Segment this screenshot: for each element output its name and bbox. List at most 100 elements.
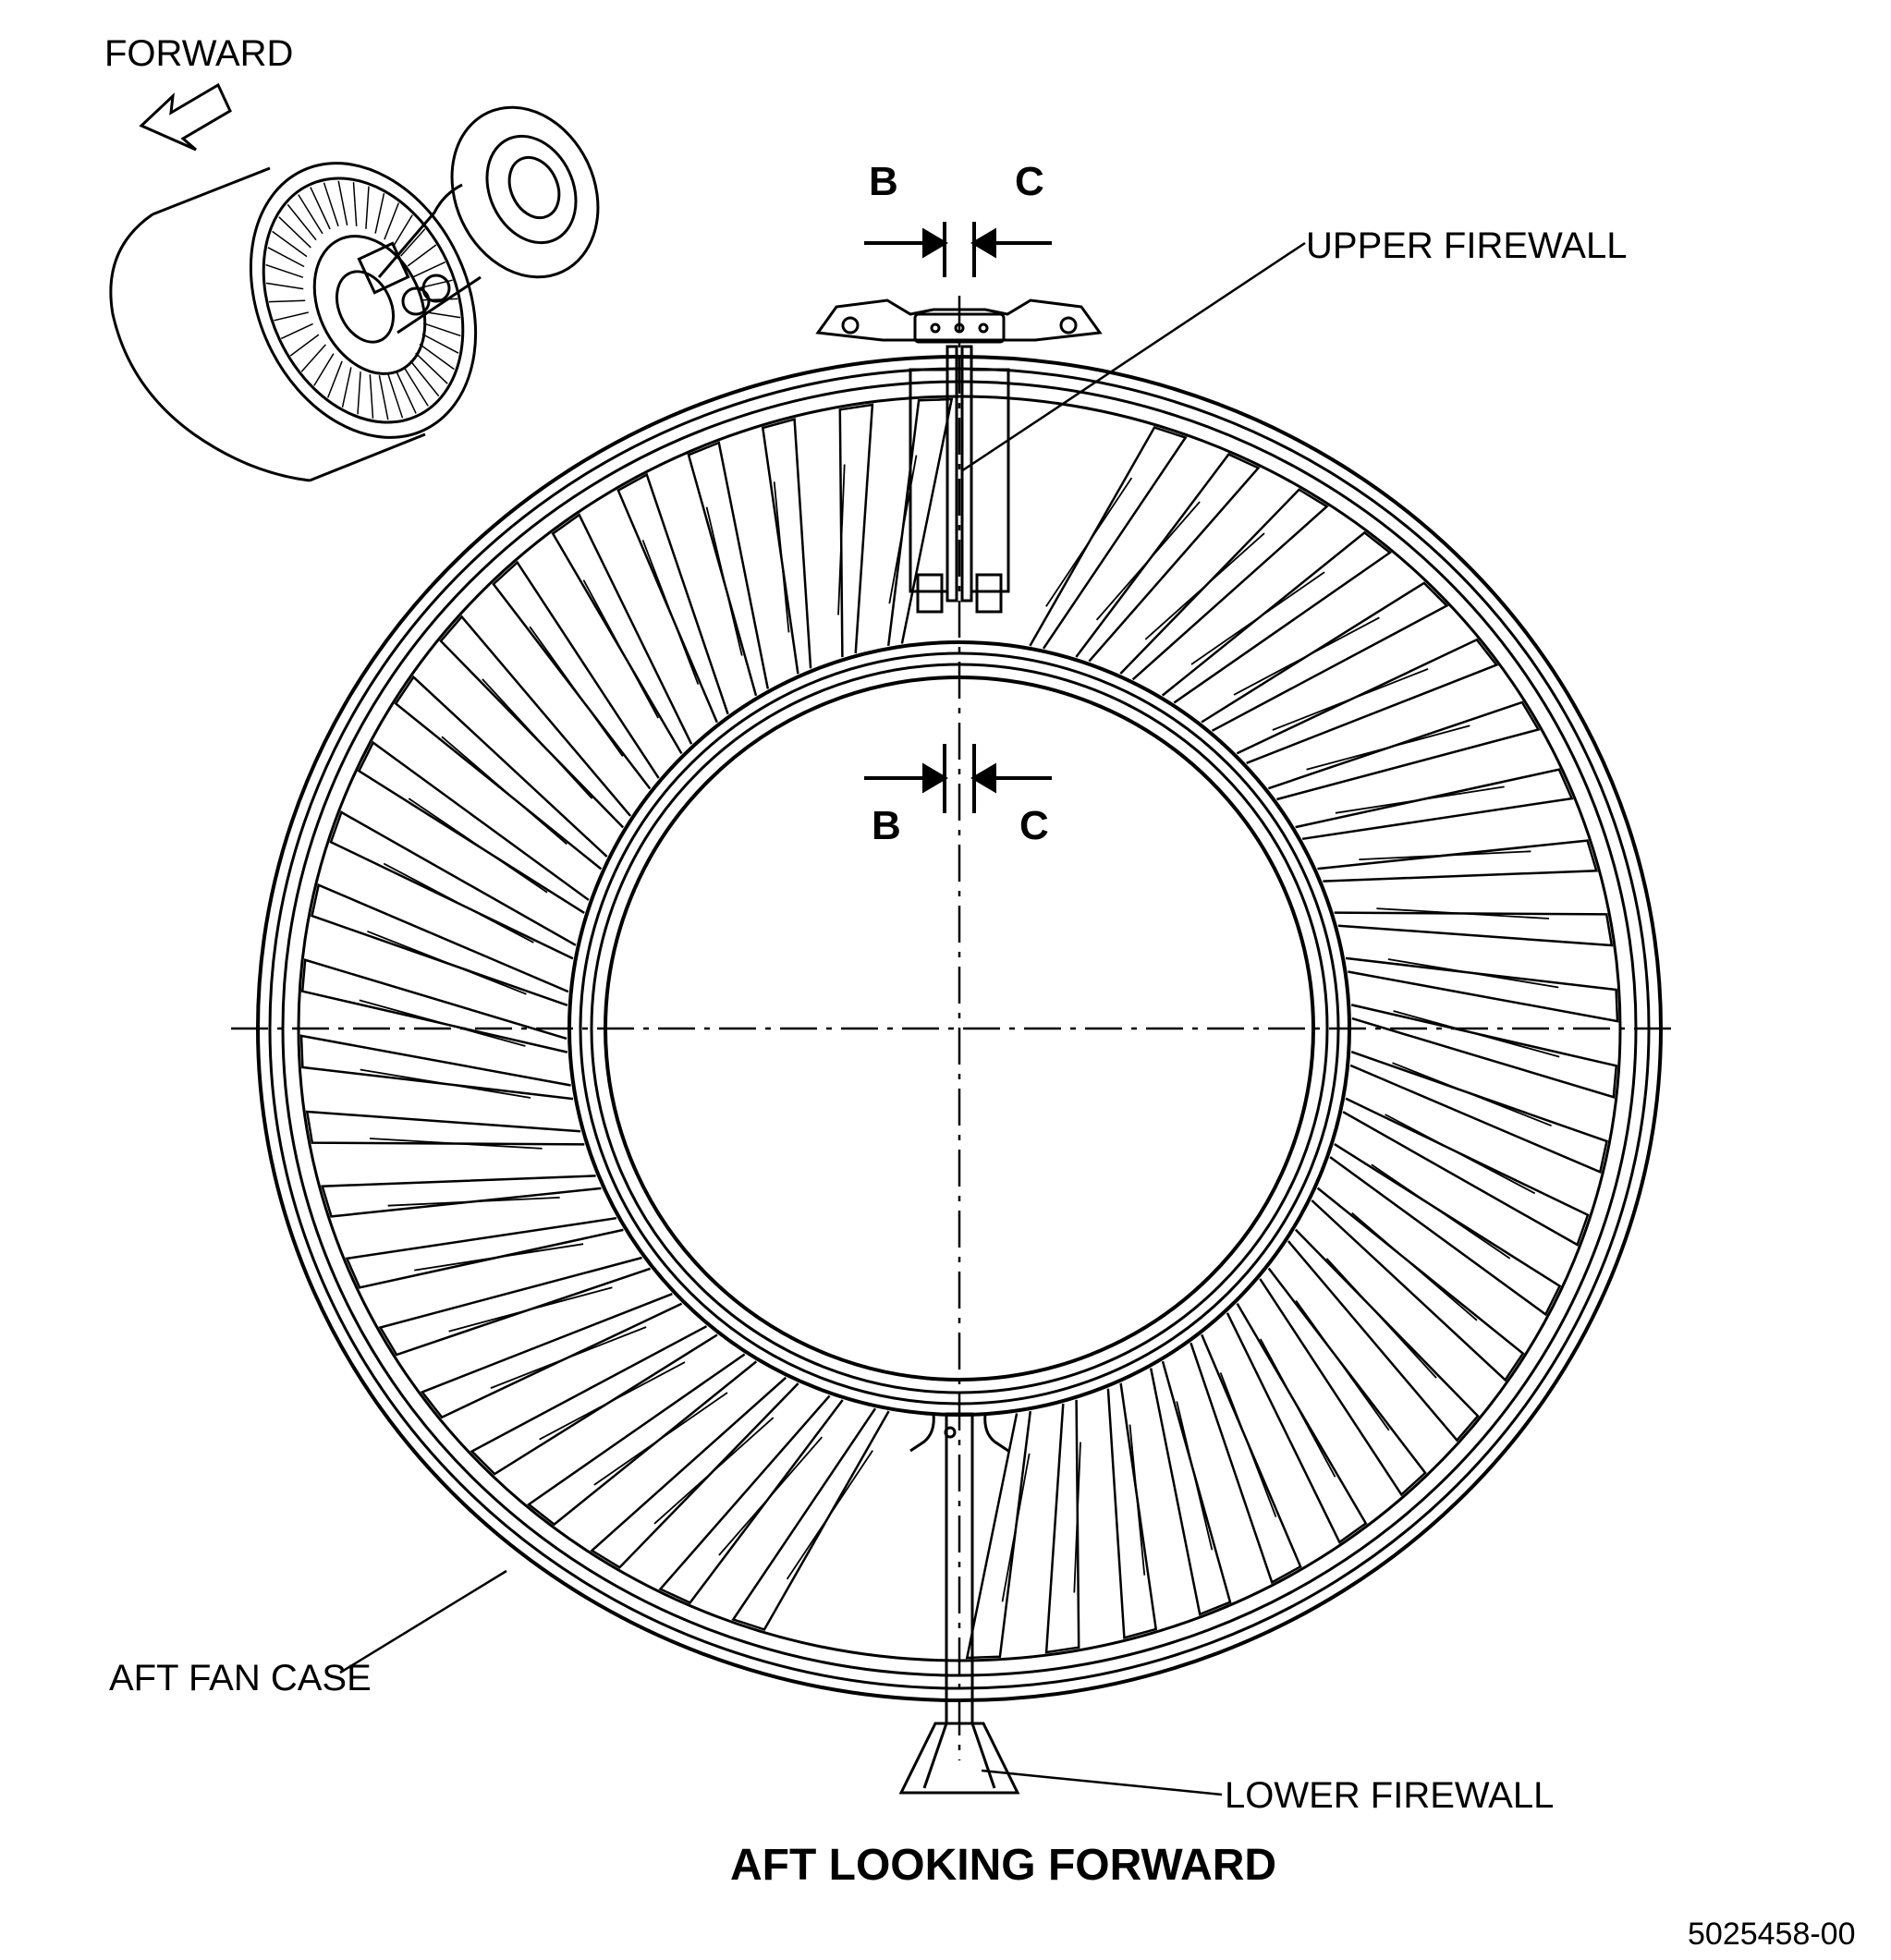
fan-blade-tick <box>415 352 448 384</box>
fan-blade-tick <box>280 323 313 340</box>
section-label-c-top: C <box>1015 159 1044 204</box>
lower-firewall-assembly <box>898 1412 1020 1795</box>
vane <box>1106 1382 1158 1639</box>
fan-blade-tick <box>352 182 358 226</box>
vane-slot <box>582 579 659 719</box>
vane-slot <box>359 999 526 1047</box>
vane-slot <box>1393 1010 1560 1058</box>
vane-slot <box>1095 501 1201 621</box>
fan-blade-tick <box>337 180 348 226</box>
fan-blade-tick <box>357 371 361 415</box>
fan-blade-tick <box>413 261 446 278</box>
vane-slot <box>539 1361 686 1441</box>
fan-blade-tick <box>400 228 426 257</box>
fan-blade-tick <box>378 374 389 420</box>
vane-slot <box>1387 958 1559 989</box>
vane <box>965 1410 1032 1660</box>
fan-blade-tick <box>419 343 455 371</box>
vane-slot <box>718 1436 824 1556</box>
vane-slot <box>1385 1114 1536 1195</box>
fan-blade-tick <box>278 216 311 249</box>
fan-blade-tick <box>323 182 339 227</box>
vane <box>1317 839 1598 883</box>
vane-slot <box>1335 785 1505 814</box>
vane-slot <box>387 1197 560 1207</box>
upper-firewall-assembly <box>815 298 1103 614</box>
vane-slot <box>888 455 918 604</box>
vane <box>420 1293 683 1419</box>
vane <box>345 1216 624 1289</box>
vane-slot <box>653 1417 775 1525</box>
vane-slot <box>641 540 700 685</box>
vane-slot <box>593 1392 728 1486</box>
vane-slot <box>1295 1299 1390 1431</box>
vane-slot <box>786 1450 873 1580</box>
fan-blade-tick <box>403 366 429 407</box>
centerlines <box>231 296 1678 1760</box>
vane <box>311 883 569 1006</box>
vane <box>1190 1333 1302 1585</box>
vane <box>394 675 608 870</box>
fan-blade-tick <box>313 353 335 386</box>
vane <box>1349 1051 1608 1175</box>
vane <box>1287 1228 1480 1443</box>
vane <box>616 472 729 724</box>
vane <box>1236 638 1499 764</box>
vane-slot <box>1306 724 1470 771</box>
vane <box>1259 1267 1427 1497</box>
vane-slot <box>360 1068 531 1099</box>
vane-slot <box>1392 1062 1552 1127</box>
section-label-c-mid: C <box>1019 803 1049 848</box>
fan-blade-tick <box>287 203 317 241</box>
section-arrows-mid <box>864 744 1052 813</box>
fan-blade-tick <box>374 193 385 234</box>
vane <box>838 403 874 658</box>
vane <box>761 418 812 675</box>
section-label-b-mid: B <box>872 803 901 848</box>
fan-blade-tick <box>327 360 343 398</box>
vane <box>1311 1187 1525 1382</box>
vane-slot <box>1190 571 1325 665</box>
engine-isometric-icon <box>109 105 600 482</box>
leader-lines <box>339 241 1306 1796</box>
section-label-b-top: B <box>869 159 898 204</box>
fan-blade-tick <box>392 214 413 248</box>
vane-slot <box>367 930 527 995</box>
fan-blade-tick <box>300 344 326 372</box>
fan-blade-tick <box>274 311 309 322</box>
vane-slot <box>1176 1401 1214 1551</box>
fan-blade-tick <box>421 333 459 354</box>
vane <box>1295 768 1574 841</box>
vane <box>687 441 770 697</box>
fan-blade-tick <box>407 244 437 267</box>
vane-slot <box>705 506 743 656</box>
aft-fan-case-label: AFT FAN CASE <box>109 1658 372 1698</box>
document-number: 5025458-00 <box>1688 1917 1856 1952</box>
vane-slot <box>1376 907 1550 919</box>
vane-slot <box>408 797 548 894</box>
vane-slot <box>773 481 790 633</box>
vane-slot <box>383 862 534 943</box>
fan-blade-tick <box>265 282 304 290</box>
view-title: AFT LOOKING FORWARD <box>730 1841 1277 1890</box>
vane <box>321 1175 602 1218</box>
lower-firewall-label: LOWER FIREWALL <box>1225 1775 1555 1816</box>
vane <box>1226 1302 1368 1544</box>
fan-blade-tick <box>289 334 320 357</box>
vane-slot <box>1272 668 1429 731</box>
fan-blade-tick <box>384 202 399 240</box>
vane <box>1161 530 1393 704</box>
stator-vanes <box>299 397 1619 1660</box>
fan-blade-tick <box>396 371 417 414</box>
vane-slot <box>490 1326 647 1389</box>
fan-blade-tick <box>409 359 440 397</box>
vane-slot <box>414 1243 584 1272</box>
vane-slot <box>441 736 567 846</box>
fan-blade-tick <box>268 299 306 303</box>
vane-slot <box>529 626 624 758</box>
vane-slot <box>1045 477 1133 607</box>
fan-blade-tick <box>422 323 461 337</box>
vane-slot <box>1233 616 1380 696</box>
